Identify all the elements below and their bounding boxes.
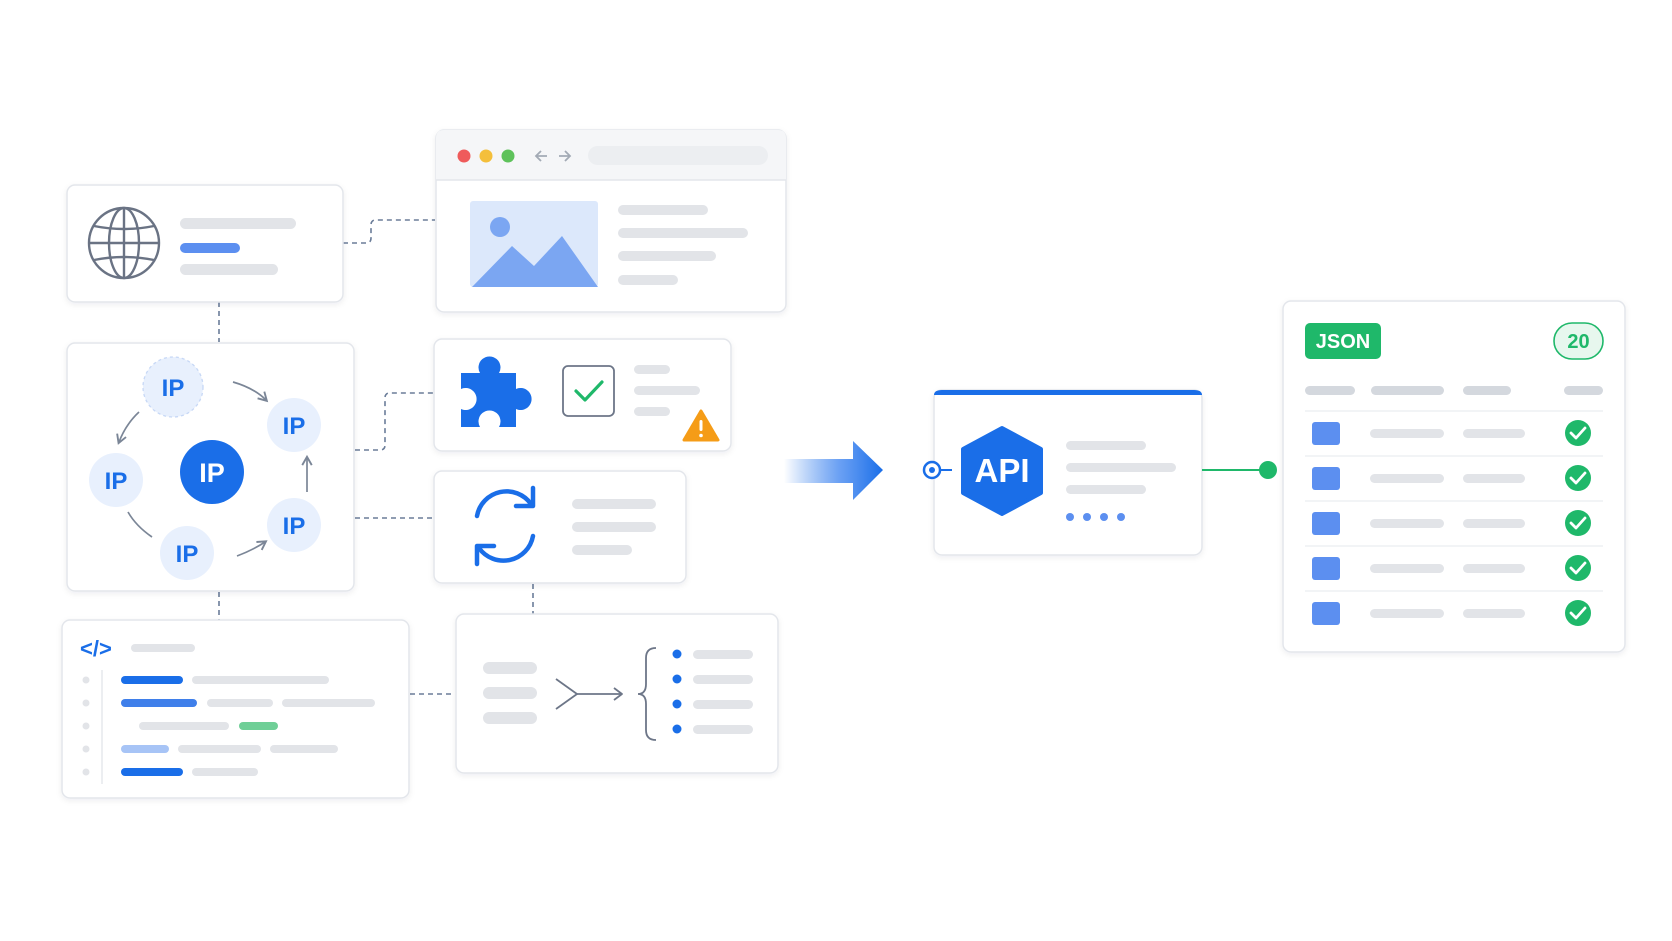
api-card: API: [922, 389, 1203, 556]
check-circle-icon: [1565, 510, 1591, 536]
ip-node-top: IP: [142, 356, 204, 418]
ip-node-bottom: IP: [160, 526, 214, 580]
ip-node-left: IP: [89, 453, 143, 507]
image-placeholder-icon: [470, 201, 598, 287]
ip-node-lower-right: IP: [267, 498, 321, 552]
code-editor-card: </>: [61, 619, 410, 799]
connectors: [218, 219, 534, 695]
check-circle-icon: [1565, 420, 1591, 446]
table-row: [1305, 545, 1603, 581]
api-input-port: [922, 460, 952, 480]
svg-text:20: 20: [1567, 331, 1589, 353]
svg-text:JSON: JSON: [1316, 331, 1370, 353]
check-circle-icon: [1565, 555, 1591, 581]
check-circle-icon: [1565, 465, 1591, 491]
refresh-icon: [474, 485, 536, 567]
puzzle-piece-icon: [461, 356, 532, 427]
table-row: [1305, 500, 1603, 536]
ip-node-center: IP: [180, 440, 244, 504]
ip-rotation-card: IP IP IP IP IP IP: [66, 342, 355, 592]
transform-arrow-icon: [555, 678, 623, 710]
globe-icon: [87, 206, 161, 280]
address-bar: [588, 146, 768, 165]
table-row: [1305, 410, 1603, 446]
check-circle-icon: [1565, 600, 1591, 626]
connector-ip-puzzle: [355, 392, 433, 451]
globe-card: [66, 184, 344, 303]
table-header: [1305, 386, 1603, 395]
table-row: [1305, 455, 1603, 491]
svg-text:IP: IP: [283, 513, 306, 540]
connector-api-json: [1202, 461, 1277, 479]
checkbox-icon: [562, 365, 615, 417]
warning-icon: [682, 409, 720, 442]
rotation-arrows: [116, 381, 313, 557]
svg-text:IP: IP: [199, 458, 225, 488]
json-results-card: JSON 20: [1282, 300, 1626, 653]
output-list: [672, 649, 753, 734]
forward-arrow-icon: [559, 150, 572, 162]
window-close-dot: [457, 149, 471, 163]
window-minimize-dot: [479, 149, 493, 163]
json-badge: JSON: [1305, 323, 1381, 359]
window-maximize-dot: [501, 149, 515, 163]
code-icon: </>: [80, 636, 112, 661]
ip-node-upper-right: IP: [267, 398, 321, 452]
svg-text:IP: IP: [105, 468, 128, 495]
api-hexagon-icon: API: [961, 426, 1043, 516]
back-arrow-icon: [534, 150, 547, 162]
svg-text:API: API: [974, 452, 1029, 489]
line-number-dots: [82, 676, 90, 776]
svg-text:IP: IP: [283, 413, 306, 440]
refresh-card: [433, 470, 687, 584]
plugin-check-card: [433, 338, 732, 452]
svg-text:IP: IP: [176, 541, 199, 568]
curly-brace-icon: [637, 647, 657, 741]
connector-globe-browser: [343, 219, 435, 244]
data-parser-card: [455, 613, 779, 774]
browser-window-card: [435, 129, 787, 313]
svg-text:IP: IP: [162, 375, 185, 402]
table-row: [1305, 590, 1603, 626]
loading-dots: [1066, 513, 1125, 521]
result-count-badge: 20: [1553, 322, 1604, 360]
arrow-right-icon: [784, 441, 883, 500]
